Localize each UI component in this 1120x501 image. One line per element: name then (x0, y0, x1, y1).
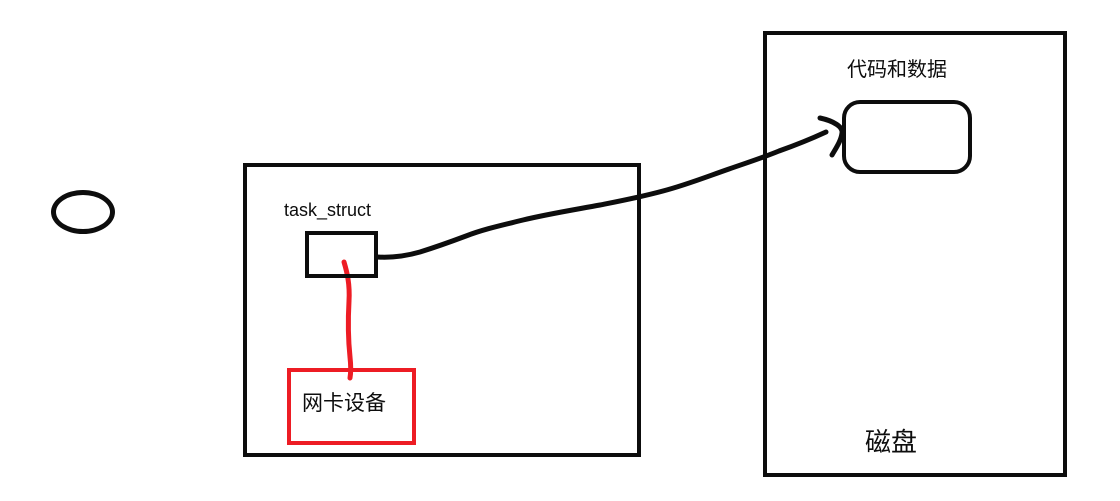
disk-box (763, 31, 1067, 477)
nic-device-label: 网卡设备 (302, 392, 386, 415)
code-data-node (842, 100, 972, 174)
code-data-label: 代码和数据 (847, 59, 947, 81)
ellipse-shape (51, 190, 115, 234)
task-struct-box (305, 231, 378, 278)
disk-label: 磁盘 (865, 427, 918, 457)
task-struct-label: task_struct (284, 200, 372, 220)
process-box (243, 163, 641, 457)
nic-device-box (287, 368, 416, 445)
